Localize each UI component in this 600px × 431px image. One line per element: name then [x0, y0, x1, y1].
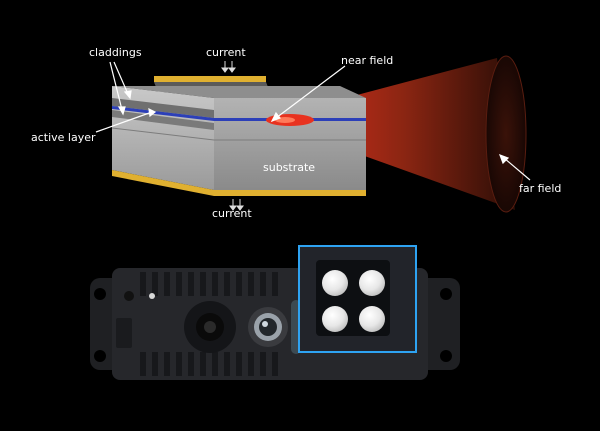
- far-field-ellipse: [485, 55, 527, 213]
- down-arrows-icon: [221, 61, 236, 73]
- leader-lines: [95, 61, 531, 181]
- laser-chip: [111, 55, 527, 213]
- far-field-label: far field: [519, 182, 561, 195]
- camera-lens-icon: [248, 307, 288, 347]
- chip-top-surface: [112, 86, 366, 98]
- current-bottom-label: current: [212, 207, 252, 220]
- down-arrows-icon: [229, 199, 244, 211]
- white-dome-led-icon: [322, 270, 385, 332]
- laser-beam: [270, 58, 515, 210]
- active-layer: [112, 106, 214, 121]
- upper-cladding: [112, 98, 214, 118]
- chip-side-face: [214, 98, 366, 190]
- claddings-label: claddings: [89, 46, 142, 59]
- current-top-label: current: [206, 46, 246, 59]
- bottom-electrode: [112, 170, 366, 196]
- lower-cladding: [112, 110, 214, 130]
- top-electrode: [154, 76, 266, 82]
- near-field-label: near field: [341, 54, 393, 67]
- active-layer-label: active layer: [31, 131, 96, 144]
- substrate-label: substrate: [263, 161, 315, 174]
- sensor-module: [90, 245, 460, 380]
